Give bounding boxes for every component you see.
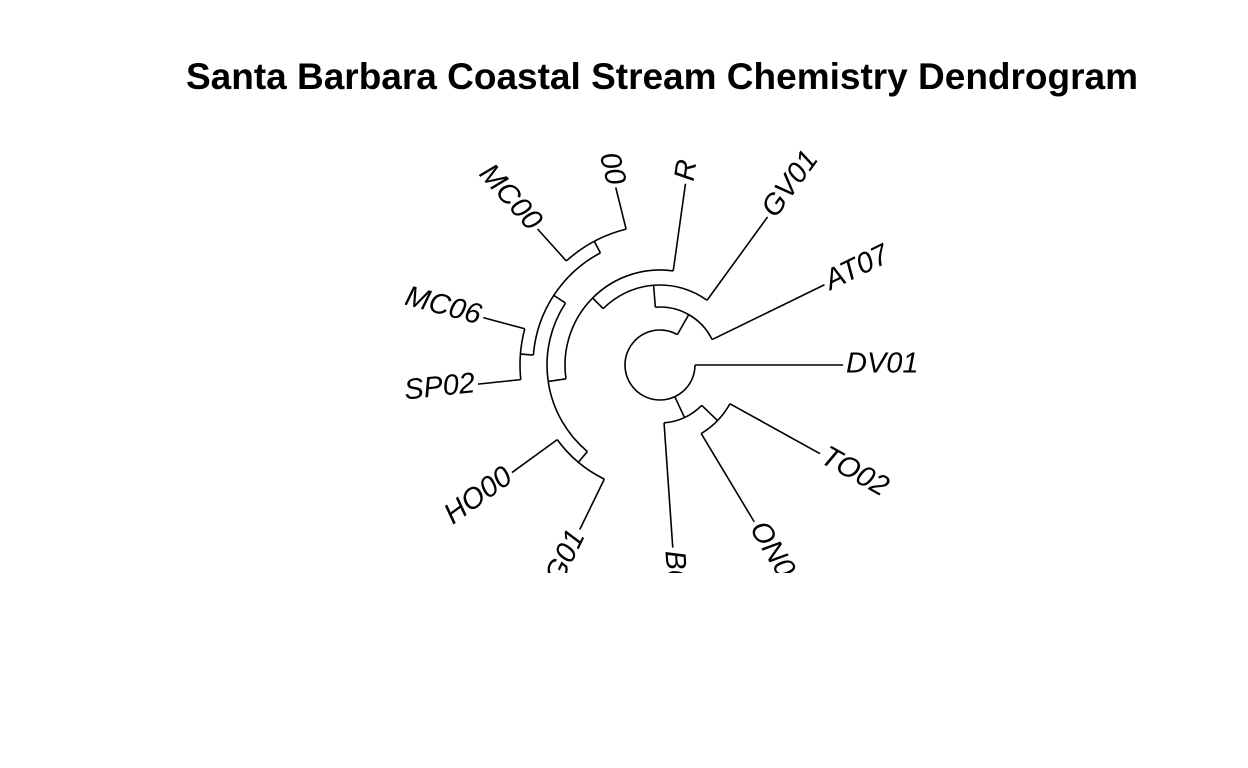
branch-arc — [565, 228, 627, 262]
branch-line — [676, 314, 690, 335]
branch-line — [614, 187, 627, 230]
branch-arc — [519, 328, 526, 380]
branch-arc — [564, 269, 674, 379]
tip-label-on02: ON02 — [743, 515, 809, 596]
tip-label-to02: TO02 — [816, 440, 895, 503]
branch-line — [577, 451, 588, 463]
branch-line — [664, 444, 674, 548]
branch-arc — [700, 403, 731, 435]
branch-line — [672, 252, 677, 272]
branch-line — [553, 294, 566, 304]
branch-line — [663, 422, 667, 445]
tip-label-mc06: MC06 — [402, 280, 486, 331]
branch-line — [477, 378, 521, 385]
chart-title: Santa Barbara Coastal Stream Chemistry D… — [185, 56, 1139, 97]
branch-line — [483, 316, 525, 330]
branch-line — [700, 433, 755, 523]
branch-line — [536, 228, 567, 262]
branch-line — [548, 378, 567, 383]
branch-line — [674, 396, 686, 418]
tip-label-ho00: HO00 — [438, 460, 518, 530]
branch-arc — [556, 439, 605, 480]
branch-arc — [655, 306, 713, 340]
tip-label-gv01: GV01 — [755, 144, 824, 223]
tip-label-at07: AT07 — [818, 238, 896, 298]
tip-label-sp02: SP02 — [403, 367, 477, 406]
branch-arc — [624, 329, 696, 401]
branch-line — [706, 216, 769, 301]
branch-line — [701, 404, 719, 422]
tip-label-mc00: MC00 — [473, 158, 549, 237]
tip-label-bc02: B0 — [658, 549, 692, 587]
branch-arc — [532, 252, 601, 356]
branch-line — [511, 439, 558, 474]
branch-line — [711, 284, 825, 341]
branch-line — [593, 241, 602, 254]
branch-line — [579, 478, 606, 530]
branch-arc — [546, 302, 588, 453]
branch-line — [729, 403, 821, 455]
branch-line — [674, 183, 687, 254]
branch-line — [592, 297, 604, 310]
tip-label-rs02: R — [669, 158, 704, 183]
branch-arc — [663, 404, 703, 424]
tip-label-ab00: 00 — [593, 149, 632, 188]
branch-arc — [602, 284, 708, 310]
branch-line — [652, 285, 657, 308]
branch-line — [520, 353, 534, 356]
tip-label-dv01: DV01 — [846, 348, 919, 380]
tip-label-rg01: G01 — [539, 525, 592, 588]
